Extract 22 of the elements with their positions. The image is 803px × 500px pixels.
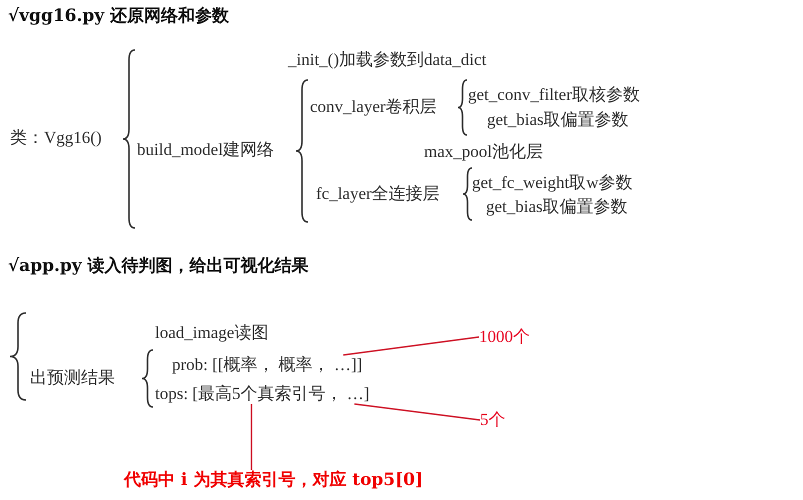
tree-item-text: 类：Vgg16() (10, 128, 102, 148)
section-heading: √app.py 读入待判图，给出可视化结果 (8, 256, 309, 276)
annotation-text: 5个 (480, 410, 506, 430)
annotation-text: 1000个 (479, 327, 530, 347)
tree-item-text: get_fc_weight取w参数 (472, 173, 633, 193)
section-heading: √vgg16.py 还原网络和参数 (8, 6, 230, 26)
leader-line (250, 404, 252, 470)
leader-line (343, 336, 480, 356)
tree-item-text: 出预测结果 (30, 368, 115, 388)
tree-item-text: load_image读图 (155, 323, 268, 343)
tree-item-text: fc_layer全连接层 (316, 184, 440, 204)
tree-item-text: tops: [最高5个真索引号， …] (155, 384, 370, 404)
tree-item-text: _init_()加载参数到data_dict (288, 50, 486, 70)
tree-item-text: conv_layer卷积层 (310, 97, 437, 117)
tree-item-text: get_bias取偏置参数 (486, 197, 628, 217)
annotation-text: 代码中 i 为其真索引号，对应 top5[0] (124, 470, 424, 490)
tree-item-text: get_bias取偏置参数 (487, 110, 629, 130)
tree-item-text: prob: [[概率， 概率， …]] (172, 355, 362, 375)
tree-item-text: max_pool池化层 (424, 142, 543, 162)
leader-line (354, 403, 480, 421)
tree-item-text: build_model建网络 (137, 140, 274, 160)
tree-item-text: get_conv_filter取核参数 (468, 85, 640, 105)
